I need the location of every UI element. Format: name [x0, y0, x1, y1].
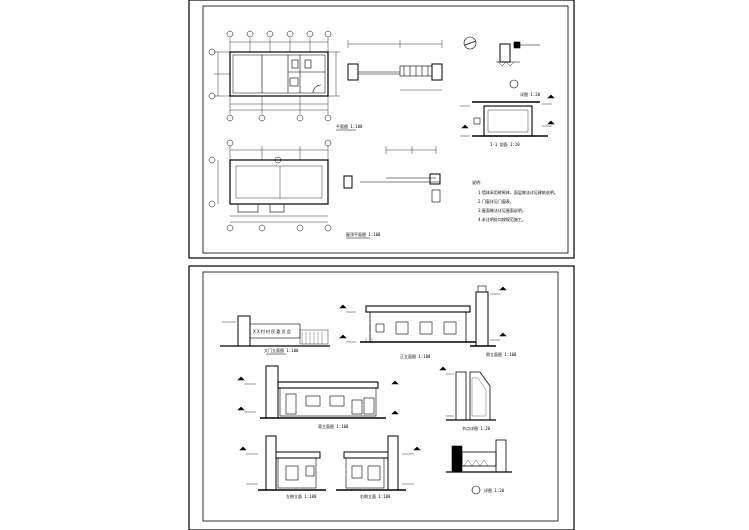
sheet-1-border: [188, 0, 575, 259]
sheet-1-drawing-title-3: 详图 1:20: [520, 91, 541, 97]
note-line: 3.屋面做法详见屋面说明。: [478, 207, 526, 213]
sheet-2-drawing-title-3: 节点详图 1:20: [462, 425, 491, 431]
floor-plan: [208, 30, 340, 122]
sheet-2-drawing-title-1: 侧立面图 1:100: [486, 351, 517, 357]
detail-section-top: [496, 41, 540, 89]
sheet-1-drawing-title-1: 屋顶平面图 1:100: [346, 231, 381, 237]
sheet-1-drawing-title-2: 1-1 剖面 1:20: [490, 141, 520, 147]
right-elevation: [336, 435, 421, 491]
gate-plan: [347, 40, 443, 91]
left-elevation: [239, 435, 326, 491]
sheet-2-drawing-title-0: 正立面图 1:100: [400, 353, 431, 359]
gate-sign-text: XX村村民委员会: [253, 328, 292, 335]
design-notes: 说明： 1.墙体采用砖砌体，面层做法详见建筑说明。 2.门窗详见门窗表。 3.屋…: [472, 179, 558, 222]
base-detail: [446, 439, 512, 495]
sheet-2: XX村村民委员会 大门立面图 1:100 正立面图 1:100: [188, 265, 575, 530]
rear-elevation: [237, 365, 399, 419]
sheet-1-inner-frame: [202, 5, 569, 254]
sheet-2-inner-frame: [202, 271, 559, 522]
note-line: 4.未注明处均按规范施工。: [478, 216, 526, 222]
gate-caption: 大门立面图 1:100: [264, 347, 299, 353]
section-1-1: [460, 94, 555, 137]
sheet-2-drawing-title-5: 右侧立面 1:100: [360, 493, 391, 499]
node-detail: [439, 366, 496, 421]
sheet-2-drawing-title-4: 左侧立面 1:100: [286, 493, 317, 499]
roof-plan: [208, 139, 332, 232]
note-line: 1.墙体采用砖砌体，面层做法详见建筑说明。: [478, 189, 558, 195]
gate-elevation: [220, 315, 330, 355]
sheet-1-drawing-title-0: 平面图 1:100: [336, 123, 363, 129]
sheet-2-border: [188, 265, 575, 530]
side-elevation: [470, 285, 507, 347]
north-arrow-icon: [463, 36, 477, 50]
sheet-2-drawing-title-6: 详图 1:20: [484, 487, 505, 493]
front-elevation: [339, 304, 476, 343]
sheet-1: 平面图 1:100 屋顶平面图 1:100 1-1 剖面 1:20 详图 1:2…: [188, 0, 575, 259]
notes-heading: 说明：: [472, 179, 484, 185]
sheet-2-drawing-title-2: 背立面图 1:100: [318, 423, 349, 429]
note-line: 2.门窗详见门窗表。: [478, 198, 514, 204]
gate-roof-plan: [343, 146, 441, 203]
